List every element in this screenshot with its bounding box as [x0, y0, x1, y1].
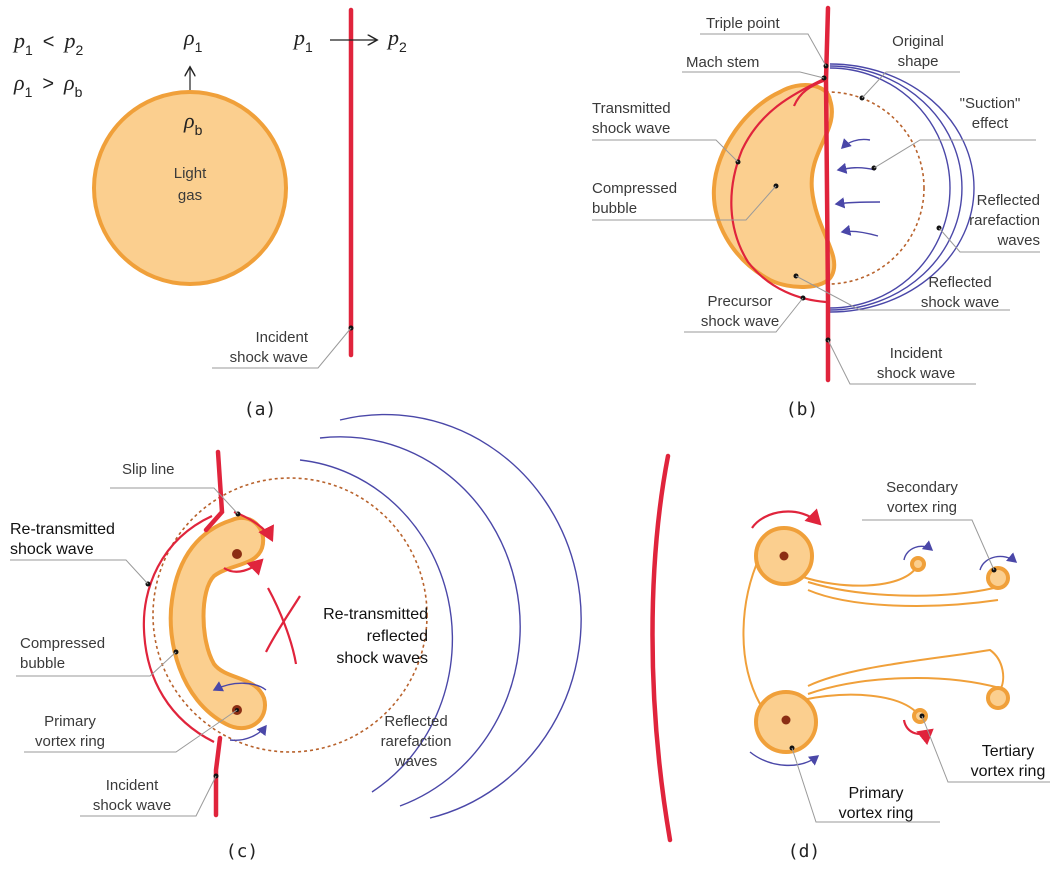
tertiary-label-1: Tertiary — [982, 743, 1034, 760]
triple-point-label: Triple point — [706, 15, 780, 32]
transmitted-label-2: shock wave — [592, 120, 670, 137]
rarefaction-label-3: waves — [996, 232, 1040, 249]
compressed-c-label-2: bubble — [20, 655, 65, 672]
incident-c-label-1: Incident — [106, 777, 159, 794]
rarefaction-wave — [299, 459, 454, 793]
rarefaction-wave — [339, 413, 582, 819]
compressed-label-2: bubble — [592, 200, 637, 217]
compressed-c-label-1: Compressed — [20, 635, 105, 652]
rarefaction-c-label-2: rarefaction — [381, 733, 452, 750]
rho-ambient: ρ1 — [183, 25, 203, 55]
rarefaction-label-2: rarefaction — [969, 212, 1040, 229]
rarefaction-label-1: Reflected — [977, 192, 1040, 209]
original-shape-c — [152, 477, 428, 753]
precursor-label-1: Precursor — [707, 293, 772, 310]
tertiary-vortex — [986, 686, 1010, 710]
incident-shock-d — [650, 453, 673, 843]
mach-stem — [792, 78, 827, 107]
suction-arrow — [840, 224, 879, 237]
retransmitted-label-1: Re-transmitted — [10, 521, 115, 538]
primary-d-label-2: vortex ring — [839, 805, 914, 822]
rarefaction-wave — [829, 65, 963, 311]
reflected-label-1: Reflected — [928, 274, 991, 291]
vortex-arrow — [229, 724, 267, 741]
rho-bubble: ρb — [183, 108, 203, 138]
suction-arrow — [841, 138, 871, 149]
rarefaction-c-label-3: waves — [394, 753, 438, 770]
incident-b-label-1: Incident — [890, 345, 943, 362]
panel-d: Secondary vortex ring Tertiary vortex ri… — [650, 453, 1050, 862]
rarefaction-c-label-1: Reflected — [384, 713, 447, 730]
suction-arrow — [836, 162, 876, 174]
secondary-label-1: Secondary — [886, 479, 958, 496]
retransmitted-label-2: shock wave — [10, 541, 94, 558]
transmitted-label-1: Transmitted — [592, 100, 671, 117]
primary-c-label-2: vortex ring — [35, 733, 105, 750]
caption-b: (b) — [786, 399, 819, 420]
incident-shock-c — [213, 735, 223, 818]
reflected-shock-wave — [267, 587, 298, 665]
secondary-vortex — [986, 566, 1010, 590]
suction-label-1: "Suction" — [960, 95, 1021, 112]
rarefaction-wave — [319, 436, 521, 807]
upper-shock-c — [203, 449, 225, 533]
bubble-label-1: Light — [174, 165, 207, 182]
compressed-label-1: Compressed — [592, 180, 677, 197]
panel-b: Triple point Mach stem Original shape Tr… — [592, 5, 1040, 420]
relation-p: p1<p2 — [12, 28, 83, 58]
rarefaction-wave — [829, 67, 951, 309]
incident-c-label-2: shock wave — [93, 797, 171, 814]
light-gas-bubble — [92, 90, 288, 286]
relation-rho: ρ1>ρb — [13, 70, 83, 100]
rotation-arrow — [902, 719, 934, 746]
vortex-arrow — [212, 681, 267, 692]
rarefaction-wave — [829, 63, 975, 313]
compressed-bubble-c — [168, 516, 267, 731]
original-label-2: shape — [898, 53, 939, 70]
rotation-arrow — [903, 540, 934, 561]
caption-d: (d) — [788, 841, 821, 862]
slip-line-label: Slip line — [122, 461, 175, 478]
pressure-before: p1 — [292, 25, 313, 55]
reflected-rt-label-3: shock waves — [336, 650, 428, 667]
pressure-after: p2 — [386, 25, 407, 55]
tertiary-label-2: vortex ring — [971, 763, 1046, 780]
primary-c-label-1: Primary — [44, 713, 96, 730]
transmitted-shock — [730, 77, 827, 304]
mach-stem-label: Mach stem — [686, 54, 759, 71]
reflected-rt-label-1: Re-transmitted — [323, 606, 428, 623]
original-label-1: Original — [892, 33, 944, 50]
rotation-arrow — [749, 751, 820, 767]
retransmitted-shock — [142, 515, 215, 743]
rotation-arrow — [979, 552, 1018, 571]
suction-arrow — [834, 197, 881, 209]
caption-c: (c) — [226, 841, 259, 862]
incident-label-2: shock wave — [230, 349, 308, 366]
incident-label-1: Incident — [255, 329, 308, 346]
reflected-label-2: shock wave — [921, 294, 999, 311]
vortex-arrow — [223, 558, 264, 576]
precursor-label-2: shock wave — [701, 313, 779, 330]
primary-d-label-1: Primary — [848, 785, 903, 802]
panel-a: p1<p2 ρ1>ρb ρ1 ρb Light gas p1 p2 Incide… — [12, 7, 407, 420]
reflected-shock-wave — [265, 595, 301, 653]
leader-line — [212, 327, 352, 369]
panel-c: Slip line Re-transmitted shock wave Comp… — [10, 413, 582, 862]
secondary-vortex — [910, 556, 926, 572]
incident-b-label-2: shock wave — [877, 365, 955, 382]
suction-label-2: effect — [972, 115, 1009, 132]
caption-a: (a) — [244, 399, 277, 420]
secondary-label-2: vortex ring — [887, 499, 957, 516]
reflected-rt-label-2: reflected — [367, 628, 428, 645]
rotation-arrow — [751, 508, 822, 529]
bubble-label-2: gas — [178, 187, 202, 204]
